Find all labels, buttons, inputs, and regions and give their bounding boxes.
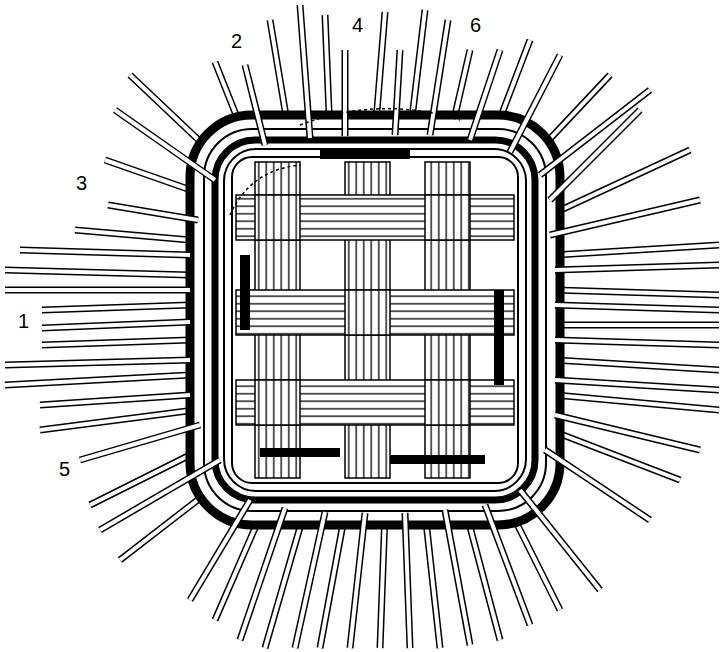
callout-number: 3 [73,172,90,194]
callout-number: 1 [15,310,32,332]
callout-number: 5 [56,458,73,480]
callout-number: 6 [467,14,484,36]
callout-number: 4 [349,14,366,36]
callout-number: 2 [228,30,245,52]
